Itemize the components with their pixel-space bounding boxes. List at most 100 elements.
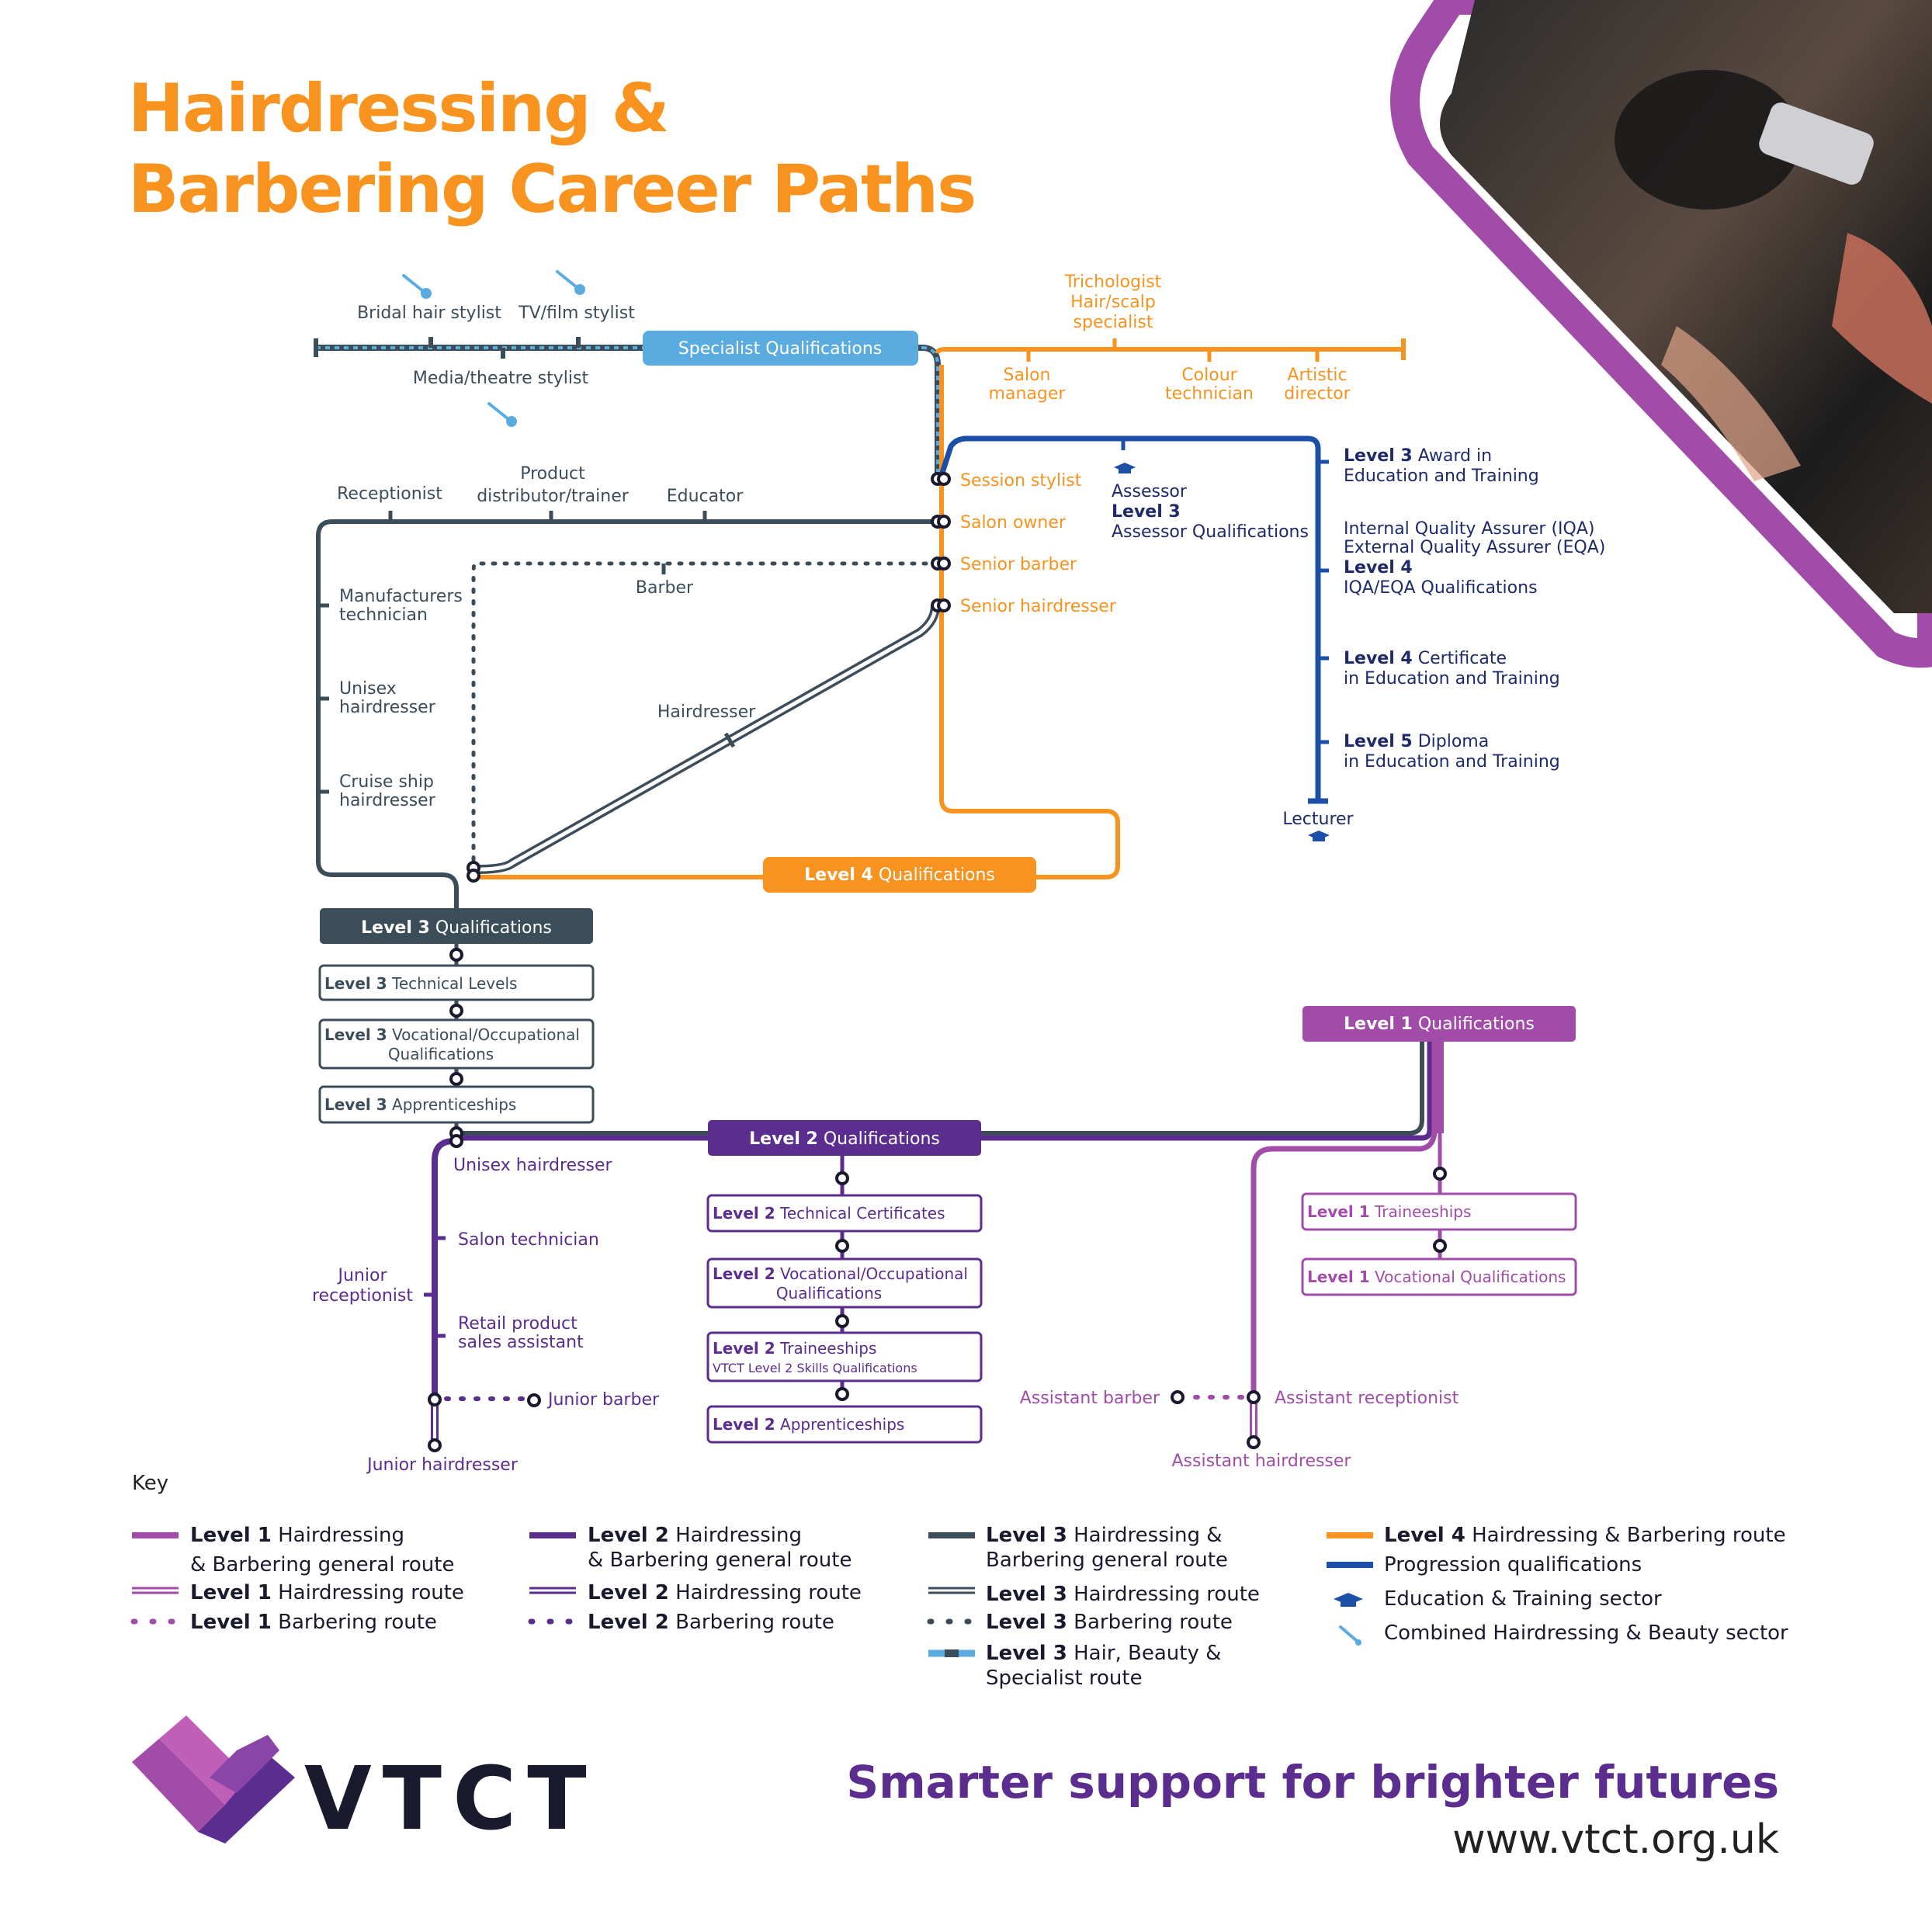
svg-text:Level 4 Qualifications: Level 4 Qualifications [804, 865, 995, 885]
mortarboard-icon [1114, 463, 1330, 841]
vtct-logo-text: VTCT [304, 1749, 598, 1850]
label-assessor-level: Level 3 [1112, 502, 1181, 522]
label-media: Media/theatre stylist [413, 369, 589, 388]
level1-box-bold: Level 1 [1344, 1015, 1413, 1034]
label-iqa: Internal Quality Assurer (IQA) [1344, 519, 1594, 539]
level2-box-rest: Qualifications [818, 1129, 940, 1149]
key-l3-general-2: Barbering general route [986, 1549, 1228, 1572]
label-tvfilm: TV/film stylist [518, 304, 635, 323]
label-assessor: Assessor [1112, 482, 1188, 501]
label-junior-recep-1: Junior [337, 1266, 388, 1285]
key-l3-specialist-2: Specialist route [986, 1667, 1143, 1690]
station-junior-barber [527, 1393, 541, 1407]
page-title: Hairdressing & Barbering Career Paths [128, 68, 976, 230]
box-level2[interactable]: Level 2 Qualifications [708, 1120, 981, 1156]
label-assistant-hairdresser: Assistant hairdresser [1172, 1452, 1352, 1471]
label-session-stylist: Session stylist [960, 471, 1082, 491]
key-l2-general: Level 2 Hairdressing [588, 1524, 802, 1547]
label-junior-barber: Junior barber [546, 1390, 660, 1410]
level4-box-bold: Level 4 [804, 865, 873, 885]
title-line-1: Hairdressing & [128, 70, 670, 147]
level3-sub-2: Level 3 Vocational/Occupational [324, 1025, 580, 1044]
svg-text:Level 1 Qualifications: Level 1 Qualifications [1344, 1015, 1535, 1034]
key-education: Education & Training sector [1384, 1587, 1662, 1611]
station-assistant-barber [1171, 1390, 1185, 1404]
label-senior-barber: Senior barber [960, 555, 1077, 574]
box-level4[interactable]: Level 4 Qualifications [763, 857, 1036, 893]
label-assessor-qual: Assessor Qualifications [1112, 522, 1309, 542]
label-receptionist: Receptionist [337, 484, 442, 504]
label-bridal: Bridal hair stylist [357, 304, 501, 323]
vtct-logo-mark [132, 1715, 295, 1844]
level2-sub-1: Level 2 Technical Certificates [713, 1204, 945, 1223]
label-junior-recep-2: receptionist [312, 1286, 413, 1306]
label-eqa: External Quality Assurer (EQA) [1344, 538, 1605, 557]
label-salon-manager-2: manager [989, 384, 1067, 404]
key-l1-general: Level 1 Hairdressing [190, 1524, 404, 1547]
key-progression: Progression qualifications [1384, 1553, 1642, 1576]
key-l3-specialist: Level 3 Hair, Beauty & [986, 1642, 1221, 1665]
label-cruise-2: hairdresser [339, 791, 436, 810]
label-cruise-1: Cruise ship [339, 772, 434, 792]
box-specialist[interactable]: Specialist Qualifications [643, 331, 918, 366]
label-assistant-recep: Assistant receptionist [1275, 1389, 1459, 1408]
label-hairdresser: Hairdresser [657, 702, 756, 722]
barber-photo [1390, 0, 1932, 668]
label-barber: Barber [636, 578, 694, 598]
label-educator: Educator [667, 487, 744, 506]
level3-route [316, 511, 1424, 1136]
box-level1[interactable]: Level 1 Qualifications [1302, 1006, 1576, 1042]
level3-sub-3: Level 3 Apprenticeships [324, 1095, 516, 1114]
key-l1-barber: Level 1 Barbering route [190, 1611, 437, 1634]
label-salon-owner: Salon owner [960, 513, 1067, 532]
key-l3-general: Level 3 Hairdressing & [986, 1524, 1223, 1547]
label-salon-tech: Salon technician [458, 1230, 599, 1250]
level3-box-rest: Qualifications [430, 918, 552, 938]
level2-sub-3: Level 2 Traineeships [713, 1339, 876, 1358]
label-iqa-qual: IQA/EQA Qualifications [1344, 578, 1538, 598]
title-line-2: Barbering Career Paths [128, 151, 976, 228]
level3-subboxes [318, 964, 595, 1124]
level4-box-rest: Qualifications [873, 865, 995, 885]
label-unisex-l2: Unisex hairdresser [453, 1156, 612, 1175]
key-l4: Level 4 Hairdressing & Barbering route [1384, 1524, 1786, 1547]
combined-sector-icon [402, 270, 585, 427]
label-trichologist-2: Hair/scalp [1070, 293, 1156, 312]
key-l1-general-2: & Barbering general route [190, 1553, 454, 1576]
level1-subboxes [1301, 1192, 1577, 1296]
label-retail-2: sales assistant [458, 1333, 584, 1352]
box-level3[interactable]: Level 3 Qualifications [320, 908, 593, 944]
level2-sub-4: Level 2 Apprenticeships [713, 1415, 904, 1434]
label-colour-1: Colour [1181, 366, 1237, 385]
label-retail-1: Retail product [458, 1314, 578, 1334]
label-manufacturers-2: technician [339, 605, 428, 625]
website-link[interactable]: www.vtct.org.uk [1452, 1816, 1779, 1863]
level2-subboxes [706, 1194, 983, 1444]
label-dip: Level 5 Diploma [1344, 732, 1489, 751]
level3-sub-1: Level 3 Technical Levels [324, 974, 517, 993]
label-unisex-2: hairdresser [339, 698, 436, 717]
level2-box-bold: Level 2 [749, 1129, 818, 1149]
level1-sub-1: Level 1 Traineeships [1307, 1202, 1471, 1221]
label-colour-2: technician [1165, 384, 1254, 404]
key-l3-hair: Level 3 Hairdressing route [986, 1583, 1260, 1606]
key-l2-hair: Level 2 Hairdressing route [588, 1581, 862, 1604]
label-cert-2: in Education and Training [1344, 669, 1560, 689]
label-trichologist-1: Trichologist [1064, 272, 1162, 292]
label-artistic-2: director [1284, 384, 1351, 404]
label-junior-hairdresser: Junior hairdresser [366, 1455, 519, 1475]
label-award: Level 3 Award in [1344, 446, 1492, 466]
key-combined: Combined Hairdressing & Beauty sector [1384, 1622, 1788, 1645]
key-l2-barber: Level 2 Barbering route [588, 1611, 834, 1634]
level1-route [1185, 1040, 1444, 1444]
label-artistic-1: Artistic [1287, 366, 1347, 385]
svg-text:Level 2 Qualifications: Level 2 Qualifications [749, 1129, 940, 1149]
key-l1-hair: Level 1 Hairdressing route [190, 1581, 464, 1604]
key-l2-general-2: & Barbering general route [588, 1549, 852, 1572]
level2-sub-3-line2: VTCT Level 2 Skills Qualifications [713, 1361, 917, 1375]
label-iqa-level: Level 4 [1344, 558, 1413, 578]
specialist-box-label: Specialist Qualifications [678, 339, 882, 359]
svg-text:Level 3 Qualifications: Level 3 Qualifications [361, 918, 552, 938]
